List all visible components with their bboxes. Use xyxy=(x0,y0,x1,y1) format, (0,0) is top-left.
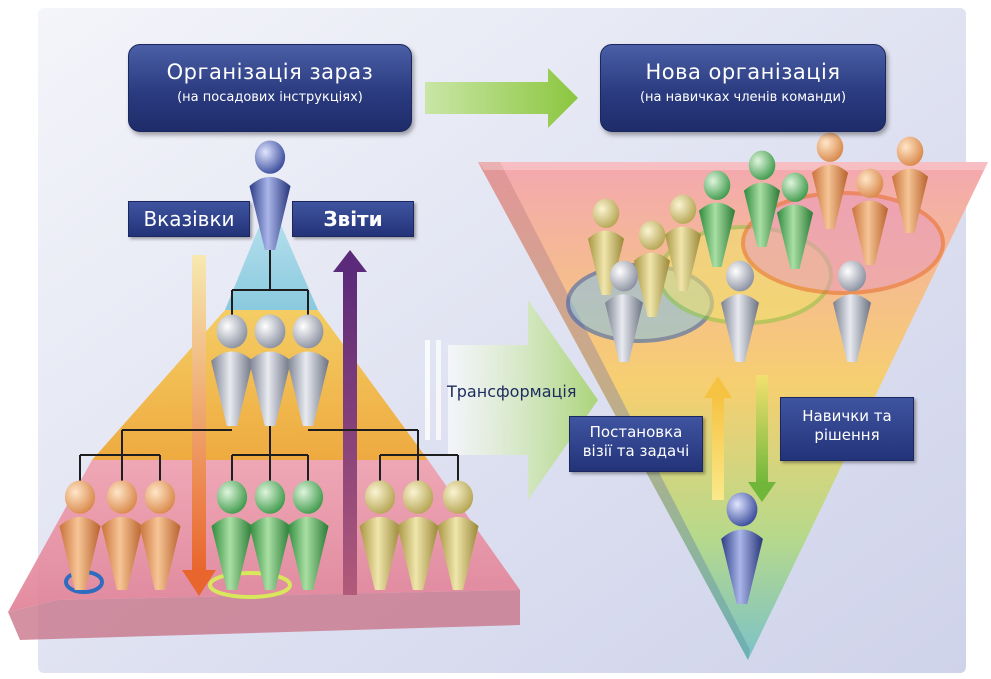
person-icon xyxy=(721,260,759,362)
instructions-label: Вказівки xyxy=(128,201,250,237)
person-icon xyxy=(833,260,871,362)
instructions-arrow xyxy=(182,255,216,596)
person-icon xyxy=(287,314,329,426)
person-icon xyxy=(811,132,849,229)
skills-arrow xyxy=(748,375,776,502)
person-icon xyxy=(397,480,439,590)
person-icon xyxy=(437,480,479,590)
new-org-title: Нова організація xyxy=(645,60,841,84)
person-icon xyxy=(891,136,929,233)
transformation-arrow xyxy=(425,300,598,500)
person-icon xyxy=(587,198,625,295)
new-org-box: Нова організація (на навичках членів ком… xyxy=(600,44,886,132)
vision-label-line2: візії та задачі xyxy=(582,441,690,460)
person-icon xyxy=(249,480,291,590)
person-icon xyxy=(851,168,889,265)
person-icon xyxy=(59,480,101,590)
person-icon xyxy=(249,314,291,426)
person-icon xyxy=(743,150,781,247)
person-icon xyxy=(211,480,253,590)
reports-arrow xyxy=(333,250,367,595)
person-icon xyxy=(633,220,671,317)
skills-label-line1: Навички та xyxy=(802,407,892,425)
person-icon xyxy=(776,172,814,269)
reports-label: Звіти xyxy=(292,201,414,237)
person-icon xyxy=(359,480,401,590)
person-icon xyxy=(249,140,291,250)
vision-label-line1: Постановка xyxy=(589,423,683,441)
person-icon xyxy=(664,194,702,291)
vision-label: Постановка візії та задачі xyxy=(569,416,703,472)
transformation-label: Трансформація xyxy=(447,382,577,401)
person-icon xyxy=(211,314,253,426)
top-green-arrow xyxy=(425,68,578,128)
person-icon xyxy=(101,480,143,590)
current-org-title: Організація зараз xyxy=(166,60,374,84)
skills-label: Навички та рішення xyxy=(780,397,914,461)
person-icon xyxy=(139,480,181,590)
current-org-subtitle: (на посадових інструкціях) xyxy=(177,90,363,105)
new-org-subtitle: (на навичках членів команди) xyxy=(639,90,847,105)
person-icon xyxy=(698,170,736,267)
person-icon xyxy=(605,260,643,362)
person-icon xyxy=(287,480,329,590)
current-org-box: Організація зараз (на посадових інструкц… xyxy=(128,44,412,132)
person-icon xyxy=(721,492,763,604)
vision-arrow xyxy=(704,376,732,500)
skills-label-line2: рішення xyxy=(814,425,880,444)
